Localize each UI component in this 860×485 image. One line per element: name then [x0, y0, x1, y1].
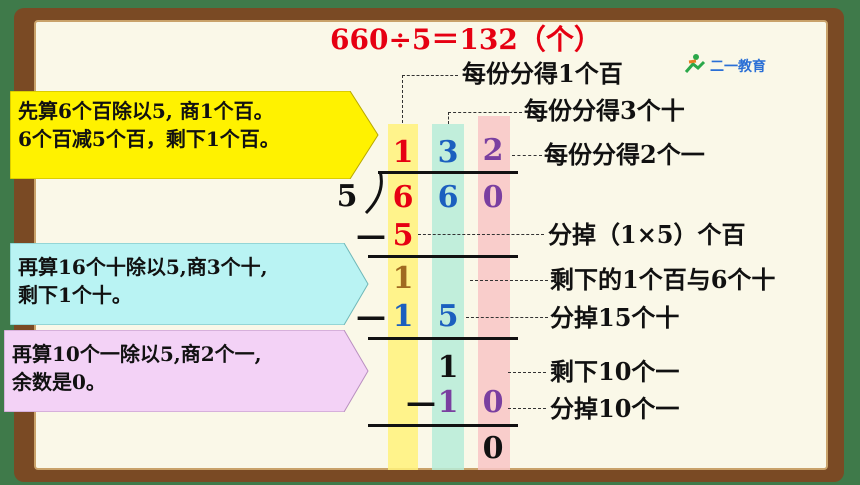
subtract-tens-5: 5 — [437, 299, 459, 334]
connector-tens — [448, 112, 522, 113]
subtraction-line-3 — [368, 424, 518, 427]
callout-step1-shape — [10, 91, 379, 179]
quotient-hundreds: 1 — [392, 135, 414, 170]
minus-sign-1: — — [356, 218, 386, 253]
connector-tens-vertical — [448, 112, 449, 124]
connector-remove-hundreds — [418, 234, 544, 235]
connector-left-hundred-tens — [470, 280, 548, 281]
connector-remove-tens — [466, 317, 548, 318]
annotation-left-ones: 剩下10个一 — [550, 357, 680, 386]
callout-step3-line2: 余数是0。 — [12, 370, 106, 394]
connector-hundreds — [402, 75, 458, 76]
quotient-tens: 3 — [437, 135, 459, 170]
brand-logo-text: 二一教育 — [710, 59, 766, 75]
annotation-quotient-hundreds: 每份分得1个百 — [462, 59, 623, 88]
connector-ones — [512, 155, 542, 156]
divisor: 5 — [336, 179, 358, 214]
callout-step2: 再算16个十除以5,商3个十, 剩下1个十。 — [10, 243, 350, 325]
subtract-hundreds: 5 — [392, 218, 414, 253]
callout-step1: 先算6个百除以5, 商1个百。 6个百减5个百，剩下1个百。 — [10, 91, 360, 179]
annotation-left-hundred-tens: 剩下的1个百与6个十 — [550, 265, 776, 294]
minus-sign-2: — — [356, 299, 386, 334]
callout-step3: 再算10个一除以5,商2个一, 余数是0。 — [4, 330, 350, 412]
annotation-remove-hundreds: 分掉（1×5）个百 — [548, 220, 746, 249]
subtract-ones-0: 0 — [482, 385, 504, 420]
callout-step1-line2: 6个百减5个百，剩下1个百。 — [18, 127, 280, 151]
subtraction-line-2 — [368, 337, 518, 340]
callout-step2-line1: 再算16个十除以5,商3个十, — [18, 255, 268, 279]
final-remainder: 0 — [482, 431, 504, 466]
remainder-tens: 1 — [437, 350, 459, 385]
remainder-hundreds: 1 — [392, 261, 414, 296]
minus-sign-3: — — [406, 385, 436, 420]
annotation-remove-tens: 分掉15个十 — [550, 303, 680, 332]
subtract-tens-1: 1 — [392, 299, 414, 334]
connector-left-ones — [508, 372, 546, 373]
connector-hundreds-vertical — [402, 75, 403, 123]
subtract-ones-1: 1 — [437, 385, 459, 420]
annotation-remove-ones: 分掉10个一 — [550, 394, 680, 423]
annotation-quotient-ones: 每份分得2个一 — [544, 140, 705, 169]
callout-step1-line1: 先算6个百除以5, 商1个百。 — [18, 99, 274, 123]
annotation-quotient-tens: 每份分得3个十 — [524, 96, 685, 125]
connector-remove-ones — [508, 408, 546, 409]
callout-step2-shape — [10, 243, 369, 325]
ones-column-band — [478, 116, 510, 470]
tens-column-band — [432, 124, 464, 470]
dividend-hundreds: 6 — [392, 180, 414, 215]
page-title: 660÷5＝132（个） — [330, 23, 602, 56]
dividend-tens: 6 — [437, 180, 459, 215]
callout-step2-line2: 剩下1个十。 — [18, 283, 132, 307]
division-bracket — [364, 171, 383, 215]
hundreds-column-band — [388, 124, 418, 470]
callout-step3-line1: 再算10个一除以5,商2个一, — [12, 342, 262, 366]
callout-step3-shape — [4, 330, 369, 412]
division-bar — [378, 171, 518, 174]
quotient-ones: 2 — [482, 133, 504, 168]
dividend-ones: 0 — [482, 180, 504, 215]
subtraction-line-1 — [368, 255, 518, 258]
runner-logo-icon — [684, 54, 706, 73]
